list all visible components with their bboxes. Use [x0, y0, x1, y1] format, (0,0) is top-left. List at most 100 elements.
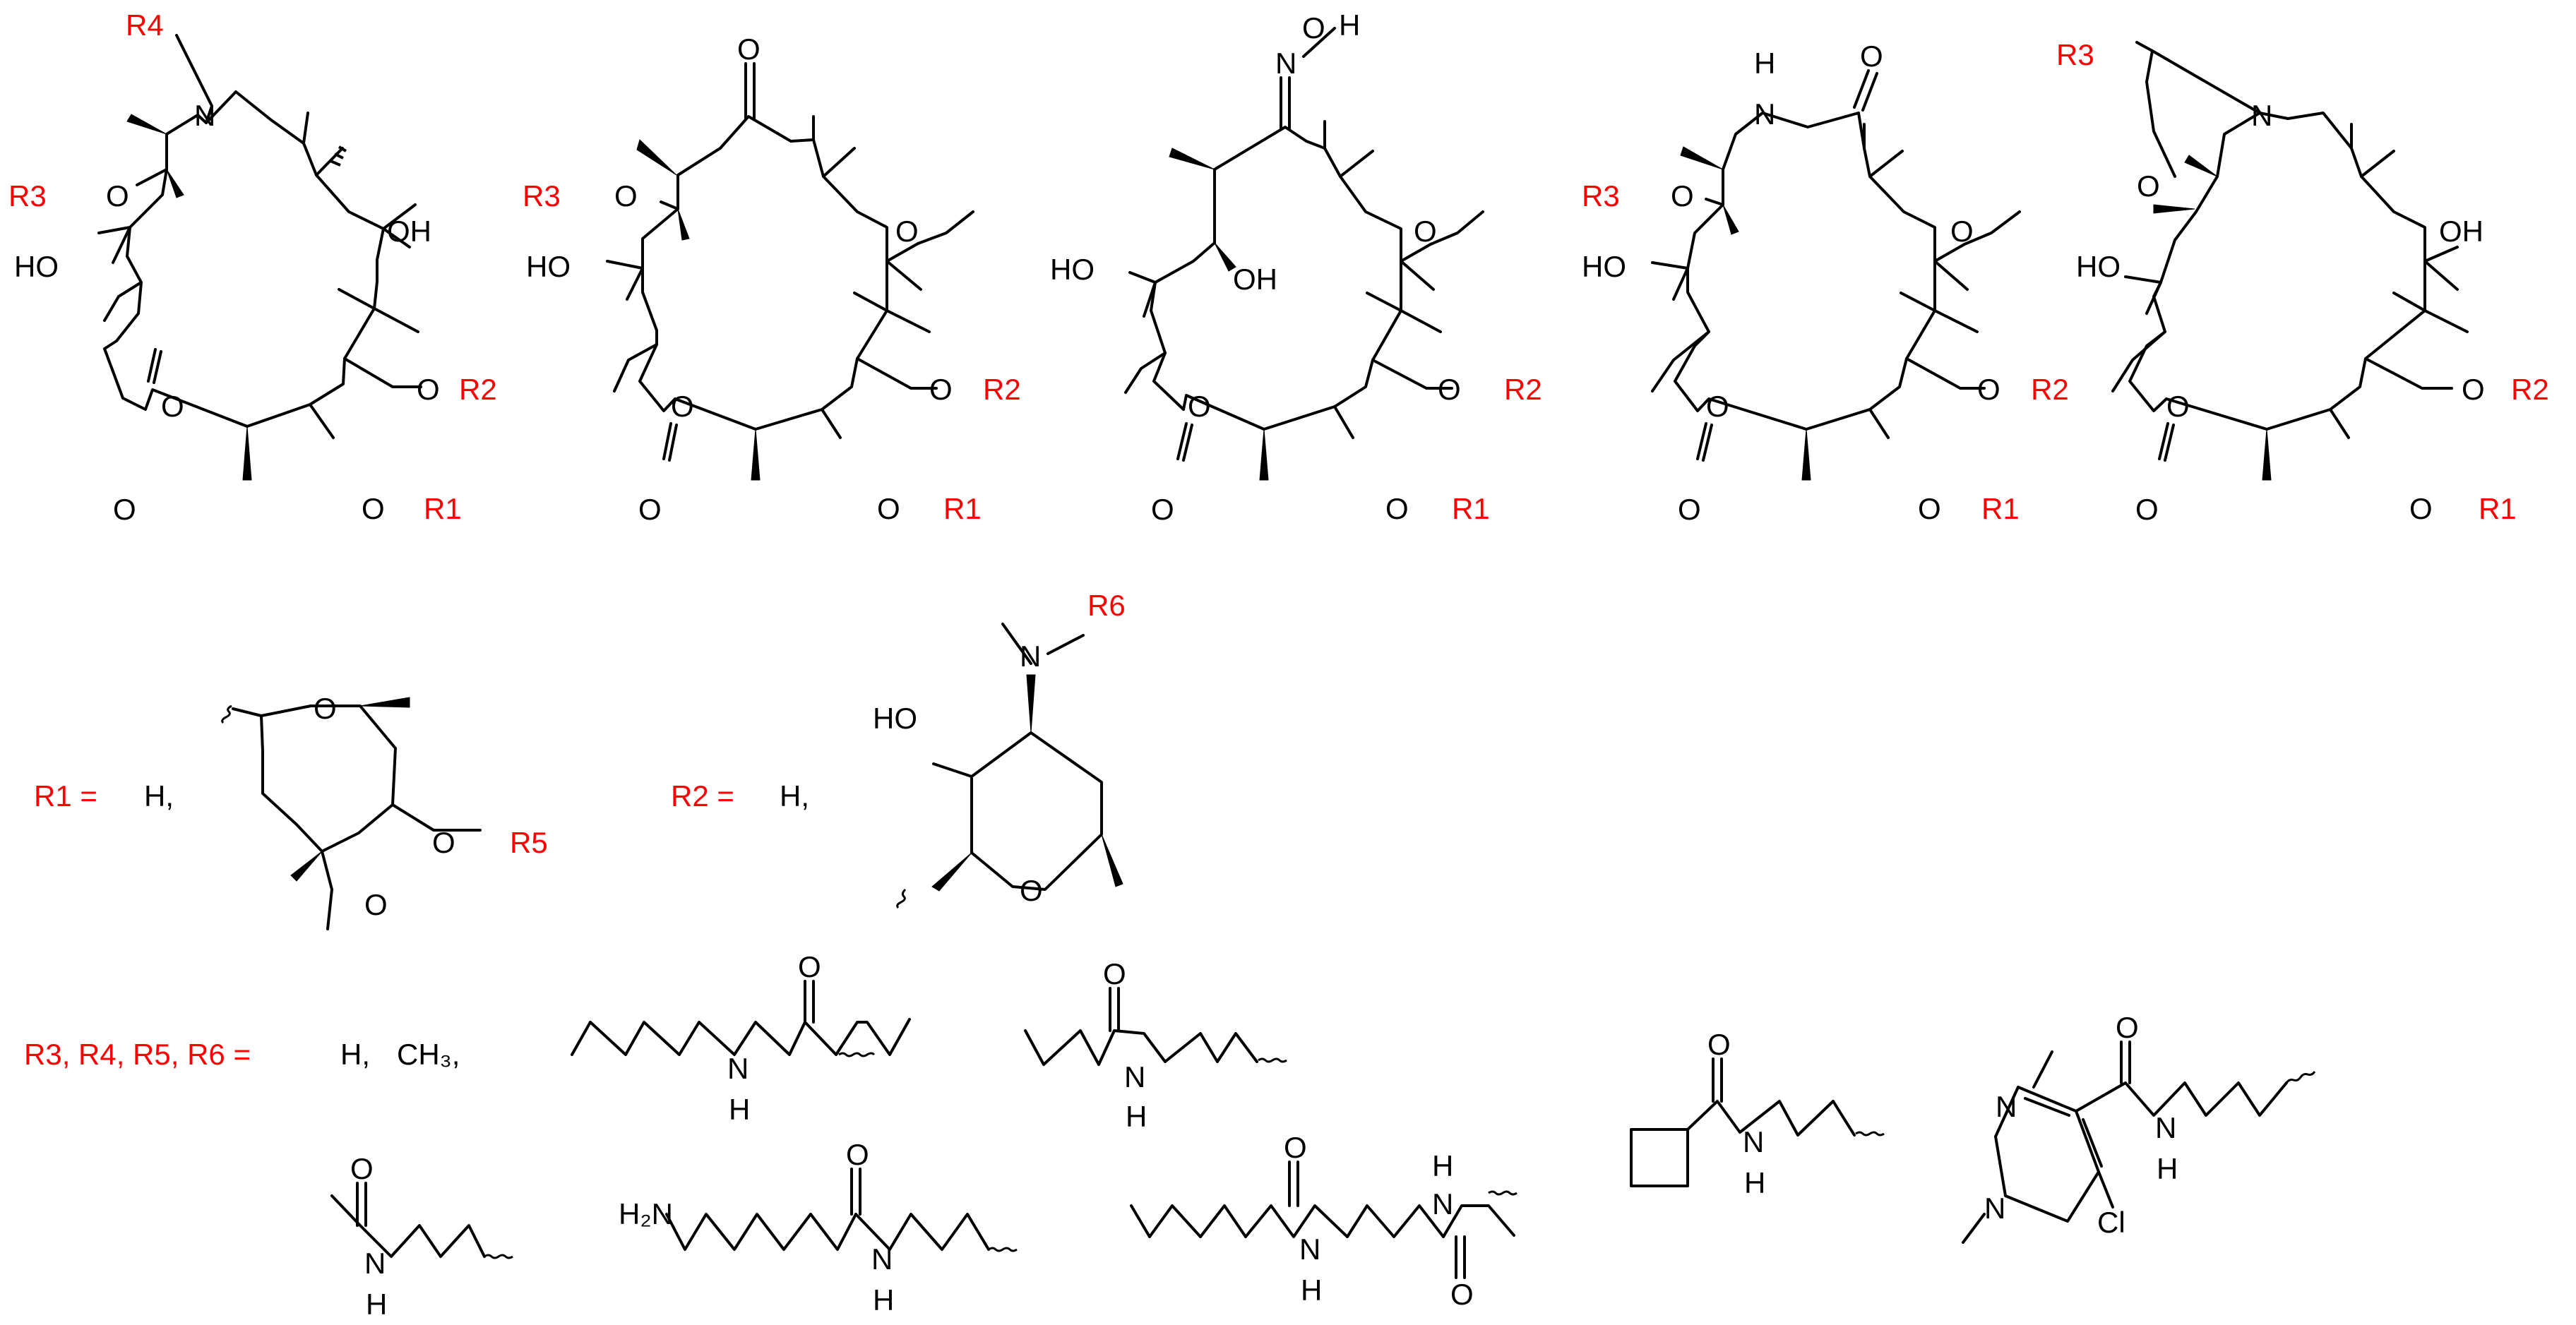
- subst-e-o-atom: O: [350, 1152, 374, 1185]
- mac1-r4-label: R4: [126, 8, 164, 42]
- mac4-r3-label: R3: [1582, 179, 1620, 212]
- r3456-definition-label: R3, R4, R5, R6 =: [24, 1038, 251, 1071]
- macrolide-3-oxime: [1124, 27, 1484, 481]
- subst-c-n-atom: N: [1743, 1125, 1764, 1158]
- mac1-o1-atom: O: [362, 492, 385, 525]
- mac3-r2-label: R2: [1504, 373, 1542, 406]
- mac1-oh-atom: OH: [387, 215, 431, 248]
- macrolide-4-lactam: [1651, 69, 2021, 481]
- subst-g-h2-atom: H: [1432, 1149, 1453, 1182]
- r2-r6-label: R6: [1087, 589, 1126, 622]
- r1-h-option: H,: [144, 779, 174, 813]
- mac1-ho-atom: HO: [14, 250, 59, 283]
- subst-c-cyclobutyl-amide: [1630, 1057, 1885, 1187]
- mac5-r2-label: R2: [2511, 373, 2549, 406]
- subst-e-acetamide: [330, 1182, 513, 1259]
- mac5-ring-o-atom: O: [2166, 390, 2190, 423]
- mac4-carbonyl-top-o-atom: O: [1860, 40, 1883, 73]
- mac1-r2-label: R2: [459, 373, 497, 406]
- mac4-r2-label: R2: [2031, 373, 2069, 406]
- mac1-o2-atom: O: [417, 373, 440, 406]
- mac5-bridge-o-atom: O: [2137, 169, 2160, 203]
- r1-ome-o-atom: O: [364, 888, 388, 921]
- subst-d-o-atom: O: [2116, 1011, 2139, 1044]
- mac1-ring-o-atom: O: [161, 390, 184, 423]
- mac5-oh-atom: OH: [2439, 215, 2483, 248]
- r1-r5-label: R5: [510, 826, 548, 859]
- mac2-carbonyl-o-atom: O: [638, 493, 662, 526]
- mac3-o2-atom: O: [1438, 373, 1461, 406]
- subst-f-o-atom: O: [846, 1138, 869, 1171]
- mac4-o1-atom: O: [1918, 492, 1941, 525]
- subst-b-pentanoyl-amide: [1024, 987, 1287, 1066]
- mac1-o3-atom: O: [106, 179, 129, 212]
- mac3-oxime-n-atom: N: [1275, 47, 1296, 80]
- r2-h-option: H,: [780, 779, 809, 813]
- mac5-n-atom: N: [2251, 99, 2272, 132]
- mac5-o2-atom: O: [2462, 373, 2485, 406]
- subst-g-h1-atom: H: [1301, 1273, 1322, 1307]
- mac4-nh-h-atom: H: [1754, 47, 1775, 80]
- r2-ring-o-atom: O: [1020, 874, 1043, 907]
- mac4-ring-o-atom: O: [1706, 390, 1729, 423]
- r1-o5-atom: O: [432, 826, 455, 859]
- r1-cladinose-sugar: [221, 697, 482, 930]
- mac3-r1-label: R1: [1452, 492, 1490, 525]
- r2-definition-label: R2 =: [671, 779, 734, 813]
- subst-b-n-atom: N: [1124, 1060, 1145, 1093]
- subst-a-octanoyl-amide: [571, 980, 911, 1057]
- mac4-o2-atom: O: [1977, 373, 2000, 406]
- subst-a-o-atom: O: [798, 950, 821, 983]
- r2-desosamine-sugar: [896, 623, 1123, 909]
- mac4-nh-n-atom: N: [1754, 97, 1775, 131]
- r3456-h-option: H,: [340, 1038, 370, 1071]
- mac4-ome-o-atom: O: [1950, 215, 1974, 248]
- macrolide-5-bridged-r3: [2111, 41, 2469, 481]
- subst-a-n-atom: N: [727, 1052, 749, 1085]
- mac1-n-atom: N: [194, 99, 215, 132]
- subst-c-o-atom: O: [1707, 1028, 1731, 1061]
- subst-d-n-methyl-atom: N: [1984, 1192, 2005, 1225]
- r1-definition-label: R1 =: [34, 779, 97, 813]
- macrolide-2-ketone: [606, 62, 974, 481]
- subst-a-h-atom: H: [729, 1093, 750, 1126]
- mac3-oh-atom: OH: [1233, 263, 1277, 296]
- mac5-ho-atom: HO: [2076, 250, 2121, 283]
- subst-f-aminoalkyl-amide: [665, 1168, 1018, 1252]
- mac2-ring-o-atom: O: [671, 390, 694, 423]
- subst-c-h-atom: H: [1744, 1166, 1765, 1199]
- subst-d-n-ring-atom: N: [1996, 1090, 2017, 1123]
- subst-d-cl-atom: Cl: [2097, 1206, 2125, 1239]
- mac2-ketone-o-atom: O: [737, 32, 761, 66]
- mac5-r3-label: R3: [2056, 38, 2094, 71]
- mac1-r3-label: R3: [8, 179, 47, 212]
- mac2-r1-label: R1: [943, 492, 982, 525]
- subst-e-n-atom: N: [364, 1247, 386, 1280]
- mac4-r1-label: R1: [1981, 492, 2020, 525]
- mac1-r1-label: R1: [424, 492, 462, 525]
- r2-ho-atom: HO: [873, 702, 917, 735]
- mac5-r1-label: R1: [2479, 492, 2517, 525]
- subst-f-n-atom: N: [871, 1242, 893, 1276]
- subst-d-chloropyrazole-amide: [1962, 1041, 2316, 1244]
- mac5-o1-atom: O: [2409, 492, 2433, 525]
- subst-e-h-atom: H: [366, 1288, 387, 1321]
- mac2-ho-atom: HO: [526, 250, 571, 283]
- mac3-ho-atom: HO: [1050, 253, 1095, 286]
- mac2-o3-atom: O: [614, 179, 638, 212]
- mac3-ome-o-atom: O: [1414, 215, 1437, 248]
- subst-d-h-amide-atom: H: [2157, 1152, 2178, 1185]
- mac2-o2-atom: O: [929, 373, 953, 406]
- mac1-carbonyl-o-atom: O: [113, 493, 136, 526]
- subst-g-diamide-chain: [1130, 1161, 1517, 1279]
- macrolide-1-aza-r4: [97, 34, 422, 481]
- subst-f-h2n-atom: H₂N: [619, 1197, 673, 1230]
- mac4-ho-atom: HO: [1582, 250, 1626, 283]
- mac3-oxime-h-atom: H: [1339, 8, 1360, 42]
- subst-g-n1-atom: N: [1299, 1233, 1320, 1266]
- subst-f-h-atom: H: [873, 1283, 894, 1317]
- mac2-o1-atom: O: [877, 492, 900, 525]
- mac4-o3-atom: O: [1671, 179, 1694, 212]
- mac3-carbonyl-o-atom: O: [1151, 493, 1174, 526]
- mac2-r2-label: R2: [983, 373, 1021, 406]
